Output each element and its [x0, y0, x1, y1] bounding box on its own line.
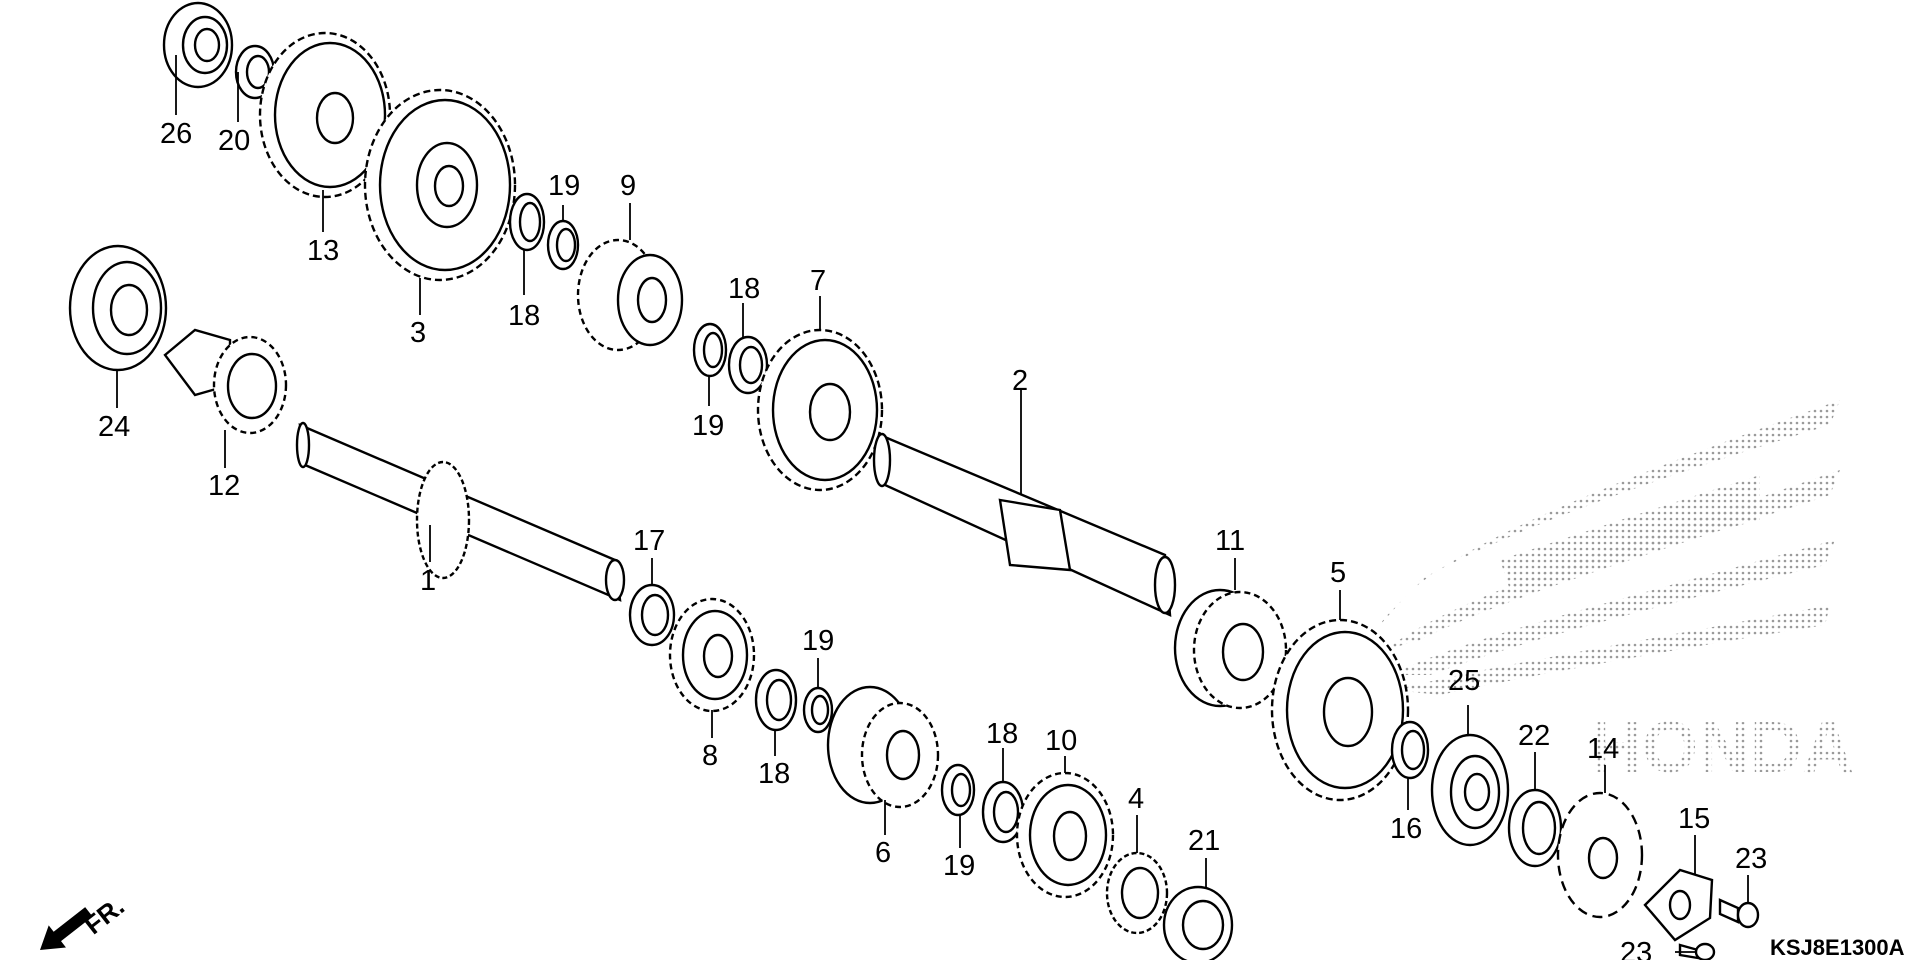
part-18-circlip-mid: [727, 335, 769, 395]
part-6-gear: [826, 685, 940, 809]
part-8-gear: [668, 597, 756, 713]
logo-text: HONDA: [1590, 708, 1854, 788]
callout-10: 10: [1045, 725, 1077, 757]
part-22-seal: [1507, 788, 1563, 868]
callout-16: 16: [1390, 813, 1422, 845]
callout-13: 13: [307, 235, 339, 267]
callout-18-d: 18: [986, 718, 1018, 750]
part-26-bearing: [162, 1, 234, 89]
part-19-washer-mid: [692, 322, 728, 378]
part-12-gear: [163, 328, 288, 435]
callout-14: 14: [1587, 733, 1619, 765]
part-2-countershaft: [872, 432, 1177, 617]
callout-24: 24: [98, 411, 130, 443]
callout-6: 6: [875, 837, 891, 869]
part-15-plate: [1643, 868, 1714, 942]
part-11-gear: [1173, 588, 1288, 710]
callout-17: 17: [633, 525, 665, 557]
part-7-gear: [756, 328, 884, 492]
callout-19-d: 19: [943, 850, 975, 882]
callout-19-c: 19: [802, 625, 834, 657]
callout-1: 1: [420, 565, 436, 597]
callout-15: 15: [1678, 803, 1710, 835]
front-label: FR.: [78, 891, 129, 940]
callout-23-b: 23: [1620, 937, 1652, 960]
part-18-circlip-lower: [981, 780, 1025, 844]
front-direction-indicator: FR.: [40, 891, 130, 950]
part-1-mainshaft: [295, 421, 626, 602]
part-25-bearing: [1430, 733, 1510, 847]
part-10-gear: [1015, 771, 1115, 899]
callout-7: 7: [810, 265, 826, 297]
part-21-bearing: [1162, 885, 1234, 960]
part-18-circlip-upper: [508, 192, 546, 252]
part-14-sprocket: [1556, 791, 1644, 919]
callout-23-a: 23: [1735, 843, 1767, 875]
callout-11: 11: [1215, 525, 1245, 557]
part-16-washer: [1390, 720, 1430, 780]
callout-12: 12: [208, 470, 240, 502]
callout-26: 26: [160, 118, 192, 150]
callout-2: 2: [1012, 365, 1028, 397]
callout-labels: 26 20 13 3 18 19 9 18 19 7 2 24 12 1 17 …: [98, 118, 1767, 960]
part-5-gear: [1270, 618, 1410, 802]
callout-18-c: 18: [758, 758, 790, 790]
callout-22: 22: [1518, 720, 1550, 752]
callout-3: 3: [410, 317, 426, 349]
callout-25: 25: [1448, 665, 1480, 697]
part-18-circlip-lower-left: [754, 668, 798, 732]
callout-21: 21: [1188, 825, 1220, 857]
callout-19-a: 19: [548, 170, 580, 202]
part-19-clip-lower-left: [802, 686, 834, 734]
part-13-gear: [258, 31, 392, 199]
honda-wing-logo: [1380, 400, 1840, 695]
callout-20: 20: [218, 125, 250, 157]
callout-5: 5: [1330, 557, 1346, 589]
part-3-gear: [363, 88, 517, 282]
callout-8: 8: [702, 740, 718, 772]
part-19-washer-lower: [940, 763, 976, 817]
callout-9: 9: [620, 170, 636, 202]
part-4-gear: [1105, 851, 1169, 935]
part-24-bearing: [68, 244, 168, 372]
part-9-gear: [576, 238, 684, 352]
part-23-bolt-upper: [1718, 898, 1760, 929]
part-17-washer: [628, 583, 676, 647]
callout-4: 4: [1128, 783, 1144, 815]
front-arrow-icon: [40, 907, 93, 950]
callout-18-a: 18: [508, 300, 540, 332]
part-19-washer-upper: [546, 219, 580, 271]
leader-lines: [116, 55, 1749, 953]
diagram-code: KSJ8E1300A: [1770, 935, 1905, 960]
callout-18-b: 18: [728, 273, 760, 305]
callout-19-b: 19: [692, 410, 724, 442]
